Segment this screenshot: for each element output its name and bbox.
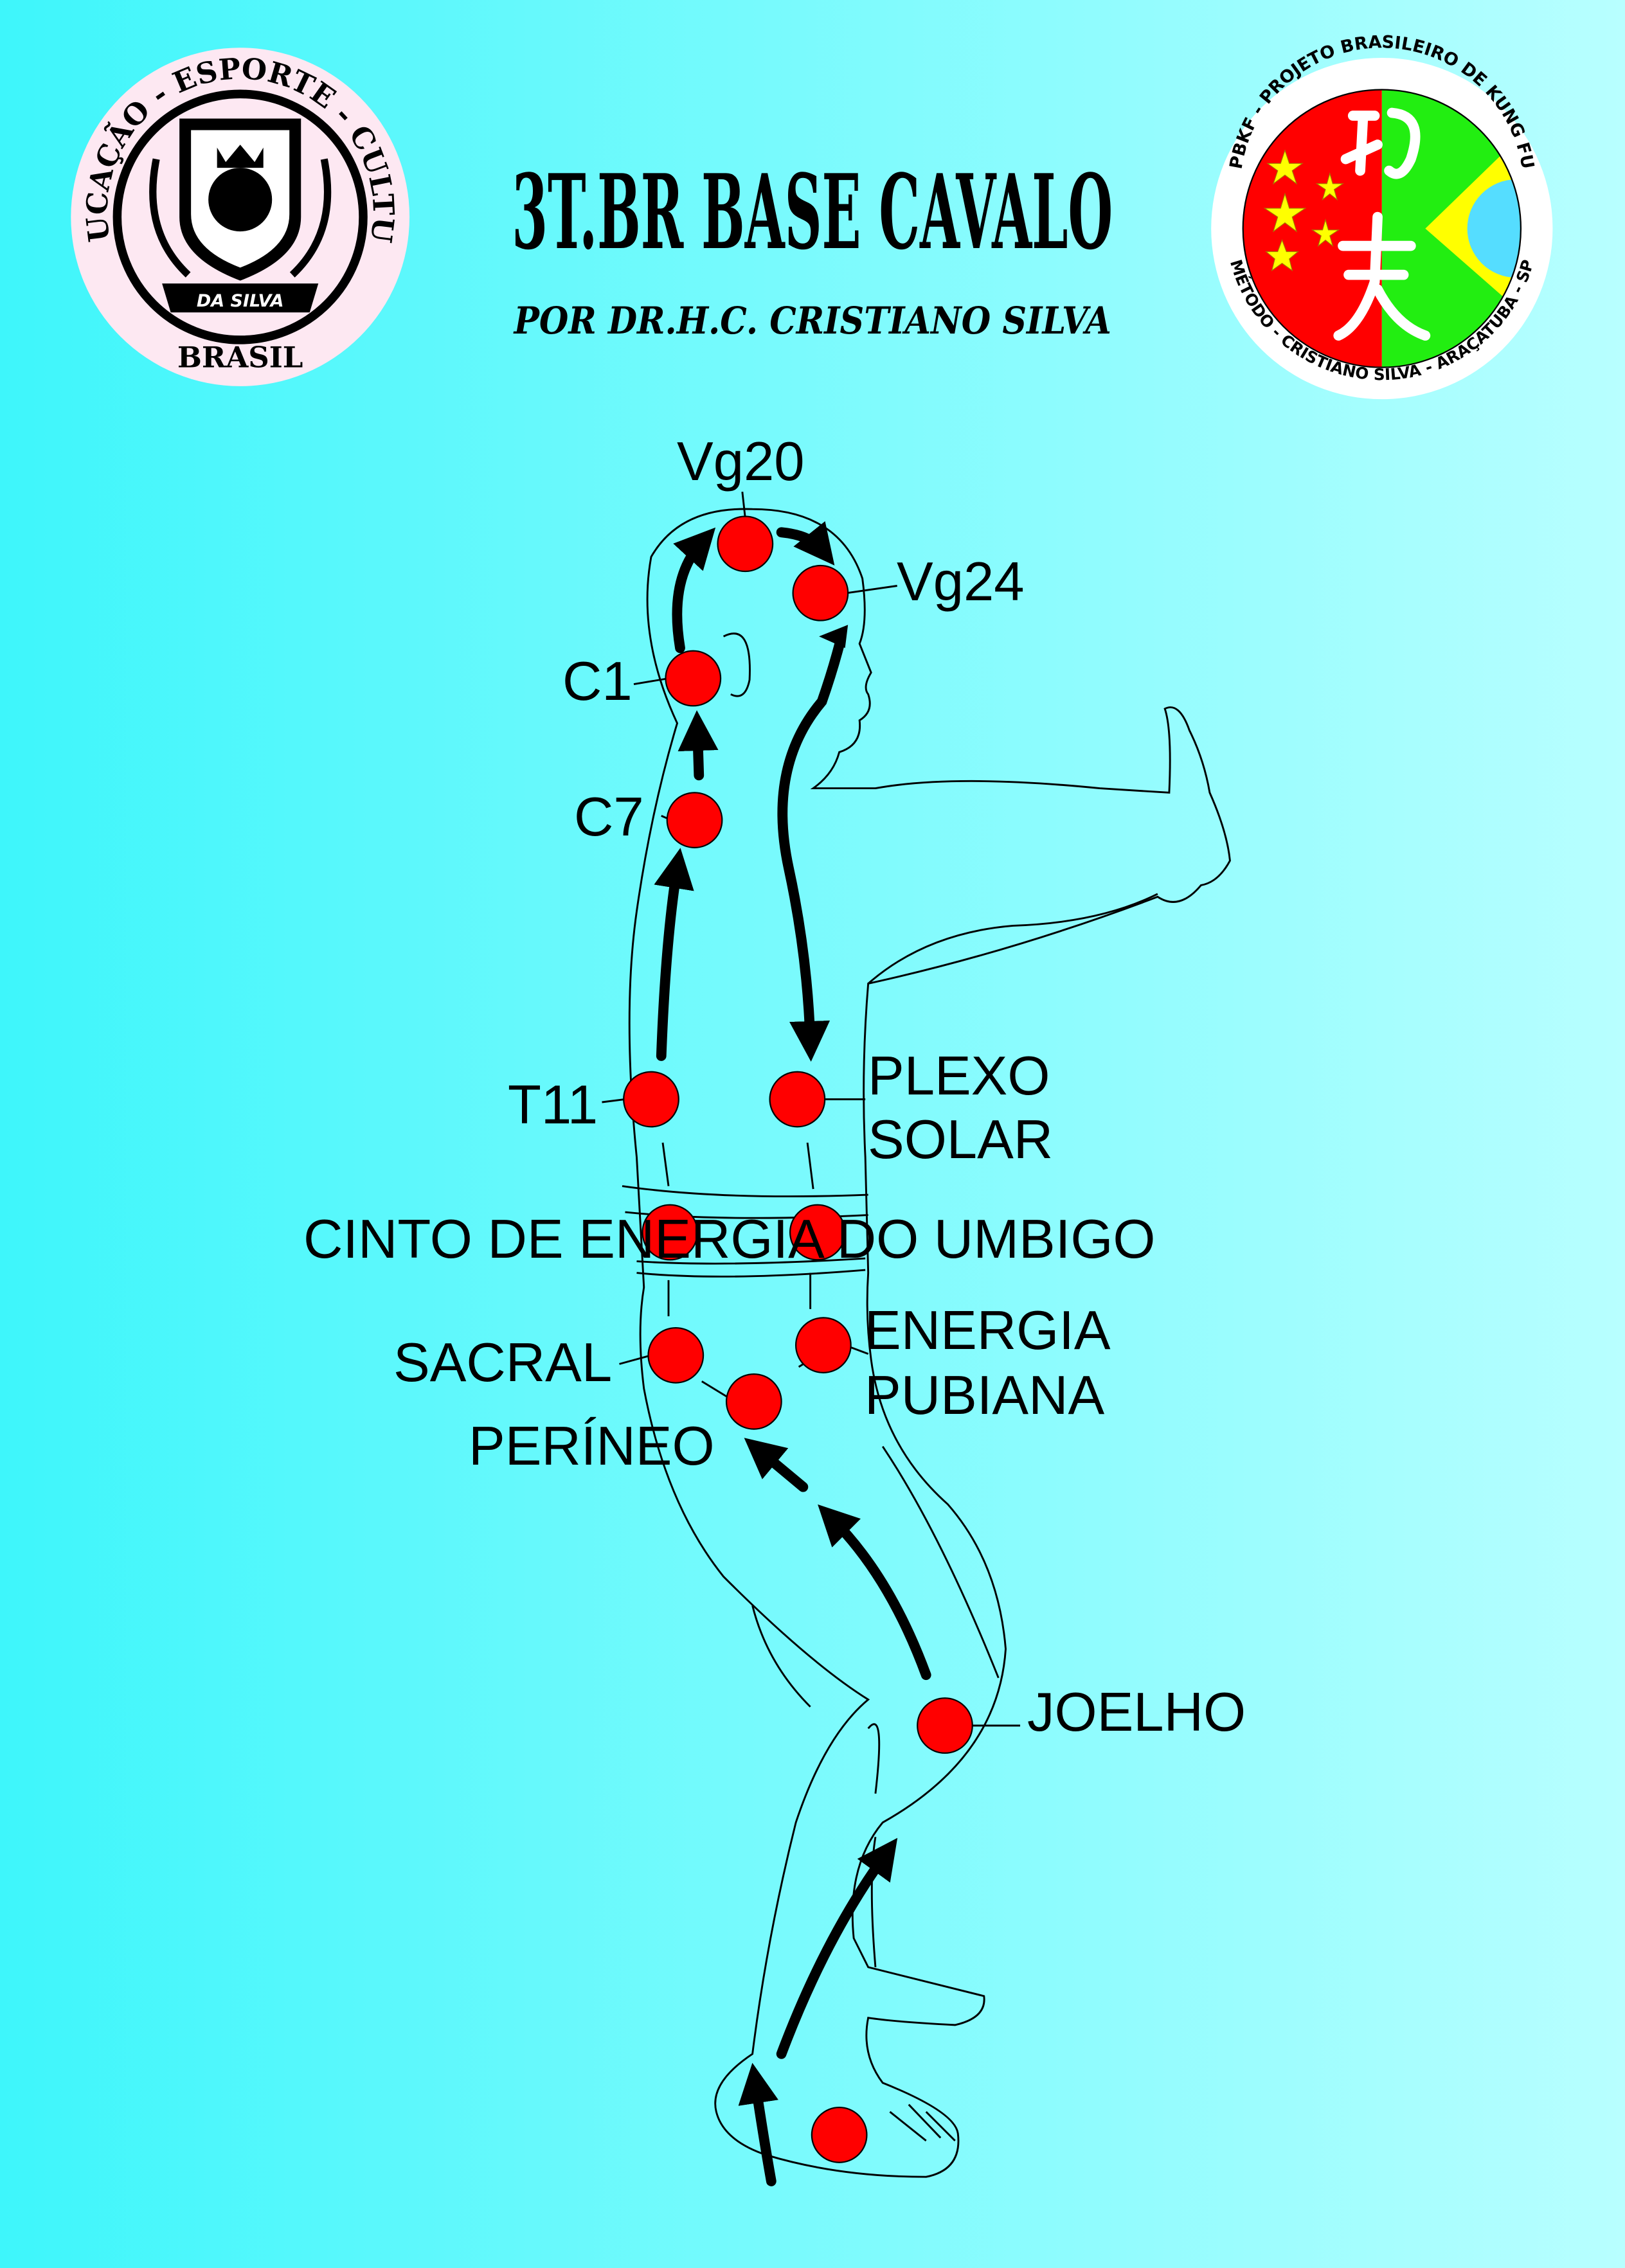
point-vg20 xyxy=(717,515,774,573)
point-cinto-front xyxy=(789,1204,846,1261)
body-outline xyxy=(622,508,1231,2178)
point-energia-pubiana xyxy=(795,1317,852,1373)
point-c7 xyxy=(666,792,723,848)
page-subtitle-row: POR DR.H.C. CRISTIANO SILVA xyxy=(0,302,1625,339)
point-vg24 xyxy=(792,564,849,621)
label-vg20: Vg20 xyxy=(677,431,805,492)
page-title: 3T.BR BASE CAVALO xyxy=(512,152,1113,272)
label-cinto: CINTO DE ENERGIA DO UMBIGO xyxy=(303,1209,1156,1270)
label-plexo: PLEXO xyxy=(868,1046,1050,1107)
label-t11: T11 xyxy=(508,1075,598,1136)
point-foot xyxy=(811,2107,868,2163)
label-energia: ENERGIA xyxy=(865,1300,1111,1361)
logo-left-bottom: BRASIL xyxy=(177,341,303,375)
label-sacral: SACRAL xyxy=(393,1332,613,1393)
kungfu-glyphs-icon xyxy=(1333,107,1431,341)
label-c1: C1 xyxy=(562,651,633,712)
point-perineo xyxy=(725,1373,782,1430)
logo-left-banner: DA SILVA xyxy=(197,291,284,311)
label-c7: C7 xyxy=(574,787,644,848)
page-title-row: 3T.BR BASE CAVALO xyxy=(0,161,1625,263)
page-subtitle: POR DR.H.C. CRISTIANO SILVA xyxy=(514,299,1111,343)
label-vg24: Vg24 xyxy=(897,551,1025,612)
label-pubiana: PUBIANA xyxy=(865,1365,1105,1426)
point-cinto-back xyxy=(642,1204,699,1261)
acupoints xyxy=(623,515,973,2163)
point-joelho xyxy=(917,1697,973,1754)
point-sacral xyxy=(647,1326,705,1384)
point-plexo-solar xyxy=(769,1071,826,1128)
logo-right: PBKF - PROJETO BRASILEIRO DE KUNG FU MÉT… xyxy=(1211,32,1553,400)
logo-left: EDUCAÇÃO - ESPORTE - CULTURA DA SILVA BR… xyxy=(0,0,410,386)
lion-icon xyxy=(208,168,273,232)
label-perineo: PERÍNEO xyxy=(469,1416,715,1477)
point-t11 xyxy=(623,1071,679,1128)
star-icons xyxy=(1263,149,1344,272)
label-solar: SOLAR xyxy=(868,1109,1054,1170)
energy-flow-arrows xyxy=(654,521,931,2186)
point-c1 xyxy=(665,650,722,707)
label-joelho: JOELHO xyxy=(1027,1682,1246,1743)
